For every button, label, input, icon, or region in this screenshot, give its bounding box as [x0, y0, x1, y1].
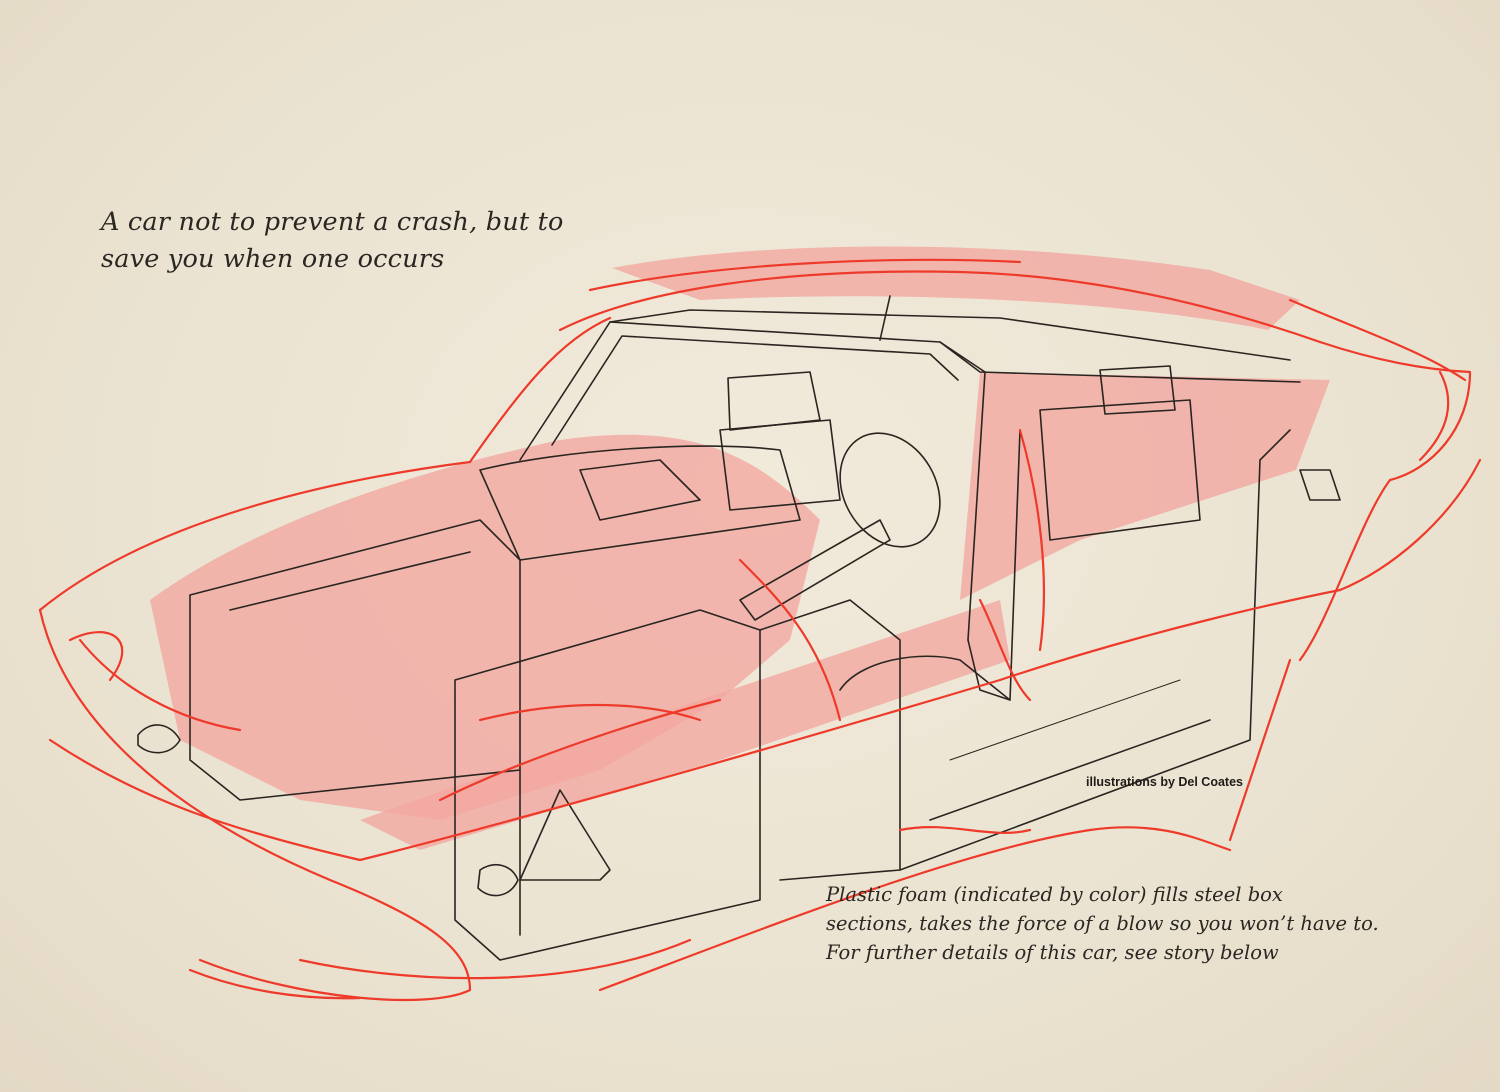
roof-line: [558, 270, 1322, 344]
headline: A car not to prevent a crash, but to sav…: [101, 204, 581, 278]
hood-line: [38, 460, 472, 612]
caption-line-1: Plastic foam (indicated by color) fills …: [826, 883, 1283, 906]
tail-fin: [1318, 340, 1472, 482]
illustration-credit: illustrations by Del Coates: [1086, 775, 1243, 789]
foam-roof: [612, 246, 1300, 330]
headline-line-1: A car not to prevent a crash, but to: [101, 207, 564, 237]
foam-rear-quarter: [960, 372, 1330, 600]
car-body-outline: [38, 258, 1482, 1002]
headline-line-2: save you when one occurs: [101, 244, 445, 274]
steel-frame-linework: [137, 295, 1341, 961]
rocker-line: [358, 588, 1342, 862]
caption-line-2: sections, takes the force of a blow so y…: [826, 912, 1379, 935]
foam-side-rail: [360, 600, 1010, 850]
illustration-caption: Plastic foam (indicated by color) fills …: [826, 880, 1466, 967]
caption-line-3: For further details of this car, see sto…: [826, 941, 1279, 964]
foam-areas: [150, 246, 1330, 850]
